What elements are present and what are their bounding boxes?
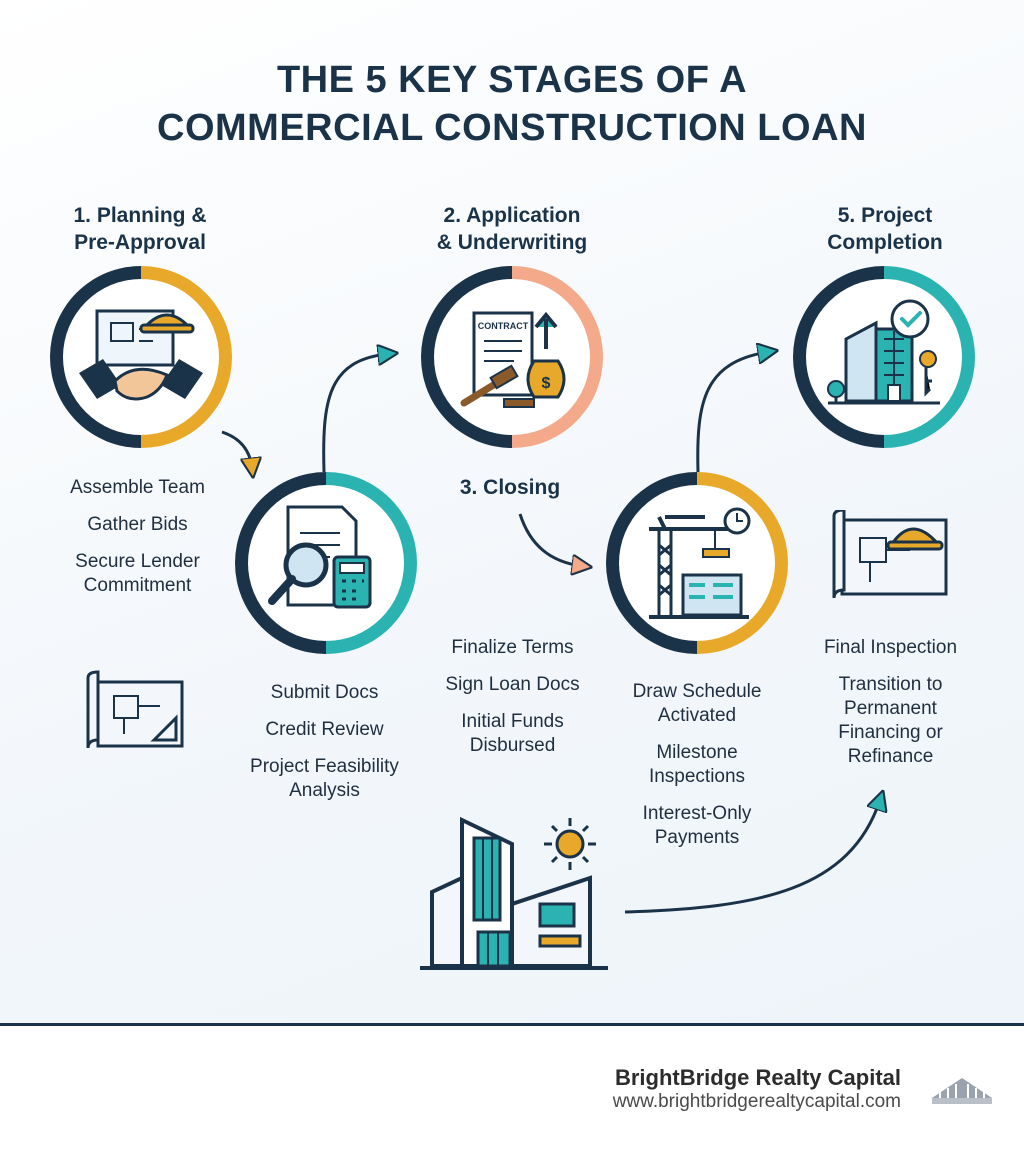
- contract-gavel-moneybag-icon: CONTRACT $: [460, 311, 566, 408]
- stage-4-bullets: Draw Schedule Activated Milestone Inspec…: [612, 680, 782, 863]
- arrow-stage2-to-application: [322, 354, 388, 473]
- title-line-2: COMMERCIAL CONSTRUCTION LOAN: [157, 107, 867, 149]
- contract-label: CONTRACT: [478, 321, 529, 331]
- stage-5-bullet-1: Final Inspection: [823, 637, 958, 658]
- stage-2-circle: [235, 472, 417, 654]
- stage-5-bullet-2: Transition to Permanent Financing or Ref…: [838, 674, 943, 767]
- stage-4-bullet-3: Interest-Only Payments: [642, 803, 752, 848]
- stage-1-bullet-3: Secure Lender Commitment: [75, 551, 200, 596]
- stage-3-bullet-1: Finalize Terms: [451, 637, 574, 658]
- stage-1-bullet-2: Gather Bids: [87, 514, 188, 535]
- stage-2-heading-line-2: & Underwriting: [436, 231, 588, 254]
- contract-circle: CONTRACT $: [421, 266, 603, 448]
- title-line-1: THE 5 KEY STAGES OF A: [276, 59, 748, 101]
- stage-3-bullets: Finalize Terms Sign Loan Docs Initial Fu…: [430, 636, 595, 771]
- stage-1-heading-line-1: 1. Planning &: [73, 204, 207, 227]
- stage-5-heading: 5. Project Completion: [790, 202, 980, 256]
- stage-2-heading: 2. Application & Underwriting: [412, 202, 612, 256]
- svg-text:$: $: [542, 375, 551, 392]
- building-keys-check-icon: [827, 299, 940, 405]
- stage-5-heading-line-2: Completion: [827, 231, 943, 254]
- brand-url[interactable]: www.brightbridgerealtycapital.com: [612, 1091, 901, 1112]
- page-title: THE 5 KEY STAGES OF A COMMERCIAL CONSTRU…: [0, 56, 1024, 152]
- stage-1-bullets: Assemble Team Gather Bids Secure Lender …: [50, 476, 225, 611]
- stage-1-heading-line-2: Pre-Approval: [74, 231, 206, 254]
- blueprint-icon: [86, 670, 184, 749]
- stage-4-bullet-2: Milestone Inspections: [648, 742, 746, 787]
- stage-2-bullet-1: Submit Docs: [270, 682, 379, 703]
- stage-4-bullet-1: Draw Schedule Activated: [632, 681, 762, 726]
- crane-construction-icon: [649, 507, 751, 619]
- brand-logo-icon: [932, 1078, 992, 1104]
- completed-building-icon: [420, 816, 608, 970]
- arrow-closing-to-stage4: [518, 513, 582, 566]
- brand-name: BrightBridge Realty Capital: [614, 1065, 901, 1090]
- stage-3-bullet-2: Sign Loan Docs: [445, 674, 580, 695]
- stage-2-bullets: Submit Docs Credit Review Project Feasib…: [232, 681, 417, 816]
- stage-5-bullets: Final Inspection Transition to Permanent…: [808, 636, 973, 782]
- stage-2-bullet-3: Project Feasibility Analysis: [250, 756, 399, 801]
- blueprint-hardhat-icon: [832, 510, 948, 599]
- stage-4-circle: [606, 472, 788, 654]
- stage-5-circle: [793, 266, 975, 448]
- footer-divider: [0, 1023, 1024, 1026]
- stage-2-heading-line-1: 2. Application: [443, 204, 581, 227]
- handshake-blueprint-icon: [79, 309, 203, 401]
- stage-1-circle: [50, 266, 232, 448]
- document-magnifier-calculator-icon: [268, 505, 372, 609]
- stage-3-bullet-3: Initial Funds Disbursed: [461, 711, 564, 756]
- arrow-stage4-to-completion: [696, 352, 768, 473]
- stage-2-bullet-2: Credit Review: [265, 719, 384, 740]
- arrow-building-to-completion: [624, 800, 880, 914]
- connector-arrows: [221, 0, 1024, 914]
- arrow-stage1-to-stage2: [221, 430, 252, 468]
- stage-3-heading: 3. Closing: [459, 476, 561, 499]
- stage-5-heading-line-1: 5. Project: [837, 204, 933, 227]
- stage-1-heading: 1. Planning & Pre-Approval: [40, 202, 240, 256]
- stage-1-bullet-1: Assemble Team: [70, 477, 205, 498]
